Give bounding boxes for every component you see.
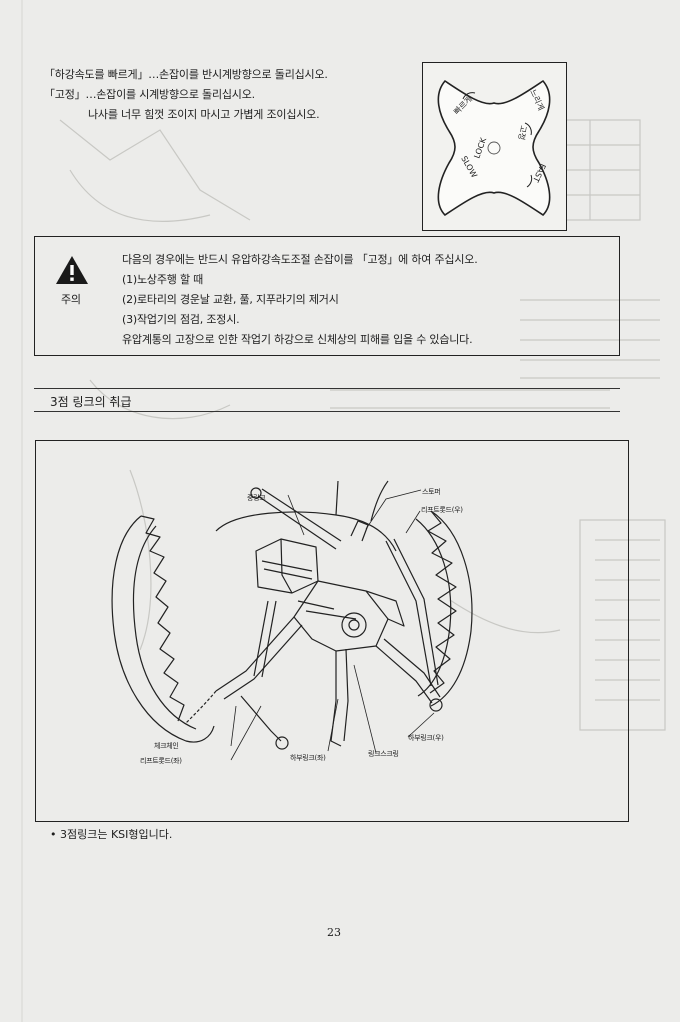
section-rule-top xyxy=(34,388,620,389)
knob-drawing: 빠르게 느리게 고정 LOCK SLOW FAST xyxy=(437,79,551,217)
caution-line-1: 다음의 경우에는 반드시 유압하강속도조절 손잡이를 「고정」에 하여 주십시오… xyxy=(122,253,478,266)
label-lift-rod-right: 리프트롯드(우) xyxy=(421,506,463,514)
label-top-link: 중링크 xyxy=(247,494,266,502)
label-lift-rod-left: 리프트롯드(좌) xyxy=(140,757,182,765)
note-text: • 3점링크는 KSI형입니다. xyxy=(50,828,173,841)
caution-line-3: (2)로타리의 경운날 교환, 풀, 지푸라기의 제거시 xyxy=(122,293,339,306)
knob-illustration-box: 빠르게 느리게 고정 LOCK SLOW FAST xyxy=(422,62,567,231)
knob-lock-kr: 고정 xyxy=(516,125,528,141)
arc-arrow-icon xyxy=(462,92,476,100)
warning-triangle-icon xyxy=(56,256,88,284)
label-link-screw: 링크스크링 xyxy=(368,750,399,758)
arc-arrow-icon xyxy=(526,174,533,188)
label-stopper: 스토퍼 xyxy=(422,488,441,496)
caution-box: 주의 다음의 경우에는 반드시 유압하강속도조절 손잡이를 「고정」에 하여 주… xyxy=(34,236,620,356)
intro-line-2: 「고정」…손잡이를 시계방향으로 돌리십시오. xyxy=(44,88,255,101)
caution-line-4: (3)작업기의 점검, 조정시. xyxy=(122,313,240,326)
three-point-link-drawing xyxy=(111,480,473,761)
three-point-link-figure: 중링크 스토퍼 리프트롯드(우) 체크체인 리프트롯드(좌) 하부링크(좌) 링… xyxy=(35,440,629,822)
label-lower-link-left: 하부링크(좌) xyxy=(290,754,326,762)
caution-label: 주의 xyxy=(61,293,81,306)
section-rule-bottom xyxy=(34,411,620,412)
label-check-chain: 체크체인 xyxy=(154,742,179,750)
arc-arrow-icon xyxy=(524,122,532,136)
intro-line-3: 나사를 너무 힘껏 조이지 마시고 가볍게 조이십시오. xyxy=(88,108,320,121)
page-number: 23 xyxy=(327,926,341,939)
caution-line-2: (1)노상주행 할 때 xyxy=(122,273,204,286)
intro-line-1: 「하강속도를 빠르게」…손잡이를 반시계방향으로 돌리십시오. xyxy=(44,68,328,81)
label-lower-link-right: 하부링크(우) xyxy=(408,734,444,742)
section-title: 3점 링크의 취급 xyxy=(50,395,132,409)
caution-line-5: 유압계통의 고장으로 인한 작업기 하강으로 신체상의 피해를 입을 수 있습니… xyxy=(122,333,473,346)
